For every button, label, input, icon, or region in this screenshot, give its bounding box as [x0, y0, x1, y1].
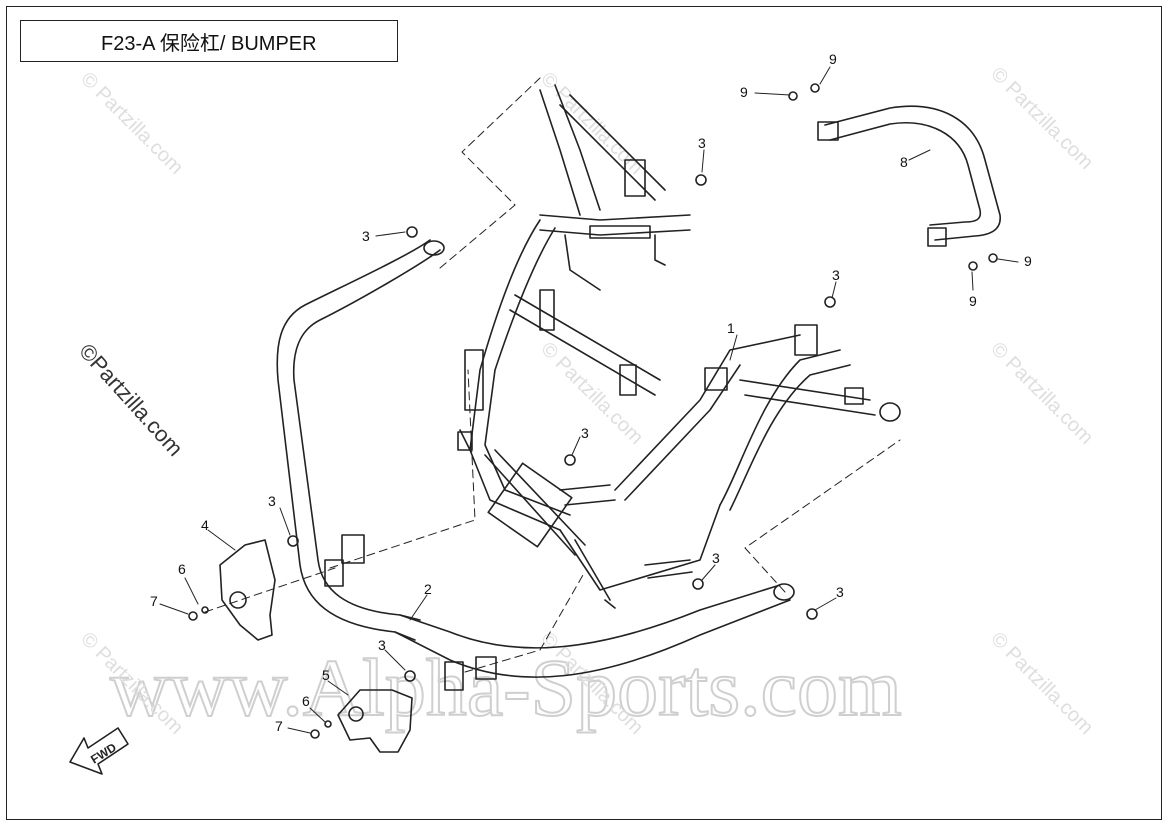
callout-3-right: 3 [832, 267, 840, 283]
partzilla-watermark-8: © Partzilla.com [986, 628, 1097, 739]
partzilla-watermark-3: © Partzilla.com [986, 63, 1097, 174]
callout-9-bottom: 9 [969, 293, 977, 309]
partzilla-watermark-4: © Partzilla.com [536, 338, 647, 449]
partzilla-watermark-5: © Partzilla.com [986, 338, 1097, 449]
partzilla-watermark-2: © Partzilla.com [536, 68, 647, 179]
partzilla-side-watermark: ©Partzilla.com [74, 339, 188, 461]
callout-3-top-mid: 3 [698, 135, 706, 151]
callout-4: 4 [201, 517, 209, 533]
callout-8: 8 [900, 154, 908, 170]
callout-9-top: 9 [829, 51, 837, 67]
main-bumper-frame [457, 84, 901, 609]
left-cover [219, 539, 276, 641]
diagram-title: F23-A 保险杠/ BUMPER [101, 32, 317, 55]
callout-3-mid-right: 3 [712, 550, 720, 566]
callout-7-upper: 7 [150, 593, 158, 609]
fasteners [188, 83, 998, 739]
front-bumper-tube [276, 239, 795, 691]
callout-7-lower: 7 [275, 718, 283, 734]
front-cover [337, 689, 413, 753]
callout-5: 5 [322, 667, 330, 683]
callout-3-left-top: 3 [362, 228, 370, 244]
leader-lines [159, 66, 1019, 734]
callout-3-far-right: 3 [836, 584, 844, 600]
alpha-sports-watermark: www.Alpha-Sports.com [110, 642, 902, 733]
diagram-title-box: F23-A 保险杠/ BUMPER [20, 20, 398, 62]
callout-3-bottom: 3 [378, 637, 386, 653]
rear-bumper-loop [817, 105, 1001, 247]
callout-3-left: 3 [268, 493, 276, 509]
drawing-frame [6, 6, 1162, 820]
callout-9-top-left: 9 [740, 84, 748, 100]
partzilla-watermark-1: © Partzilla.com [76, 68, 187, 179]
assembly-dash-lines [204, 77, 901, 673]
callout-1: 1 [727, 320, 735, 336]
callout-3-center: 3 [581, 425, 589, 441]
fwd-arrow-icon [69, 727, 129, 775]
callout-6-lower: 6 [302, 693, 310, 709]
callout-2: 2 [424, 581, 432, 597]
callout-6-upper: 6 [178, 561, 186, 577]
callout-9-right: 9 [1024, 253, 1032, 269]
